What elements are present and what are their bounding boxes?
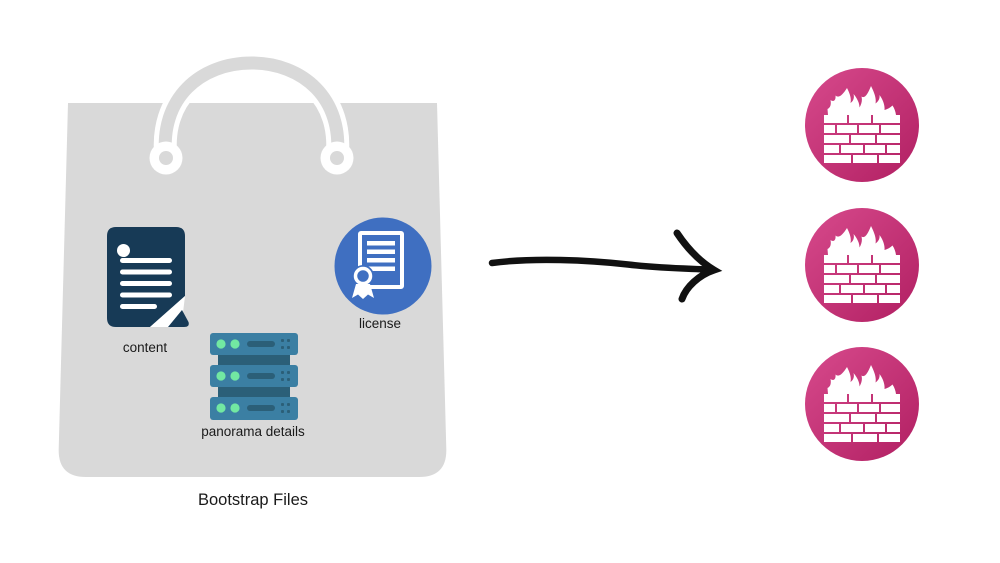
bag-handle (158, 56, 345, 165)
ribbon-tails (352, 284, 374, 299)
shopping-bag (58, 51, 447, 477)
panorama-details-label: panorama details (201, 424, 305, 439)
firewall-icon (805, 347, 919, 461)
certificate-icon (334, 217, 432, 315)
ribbon-seal (353, 266, 373, 286)
content-label: content (122, 340, 168, 355)
bag-body (58, 103, 447, 477)
document-icon (107, 227, 189, 327)
bag-handle-grommet-left (159, 151, 173, 165)
license-label: license (358, 316, 402, 331)
bag-handle-grommet-right (330, 151, 344, 165)
bag-title-label: Bootstrap Files (197, 491, 309, 509)
arrow-right-icon (488, 229, 723, 303)
server-stack-icon (210, 333, 298, 420)
firewall-icon (805, 68, 919, 182)
firewall-icon (805, 208, 919, 322)
